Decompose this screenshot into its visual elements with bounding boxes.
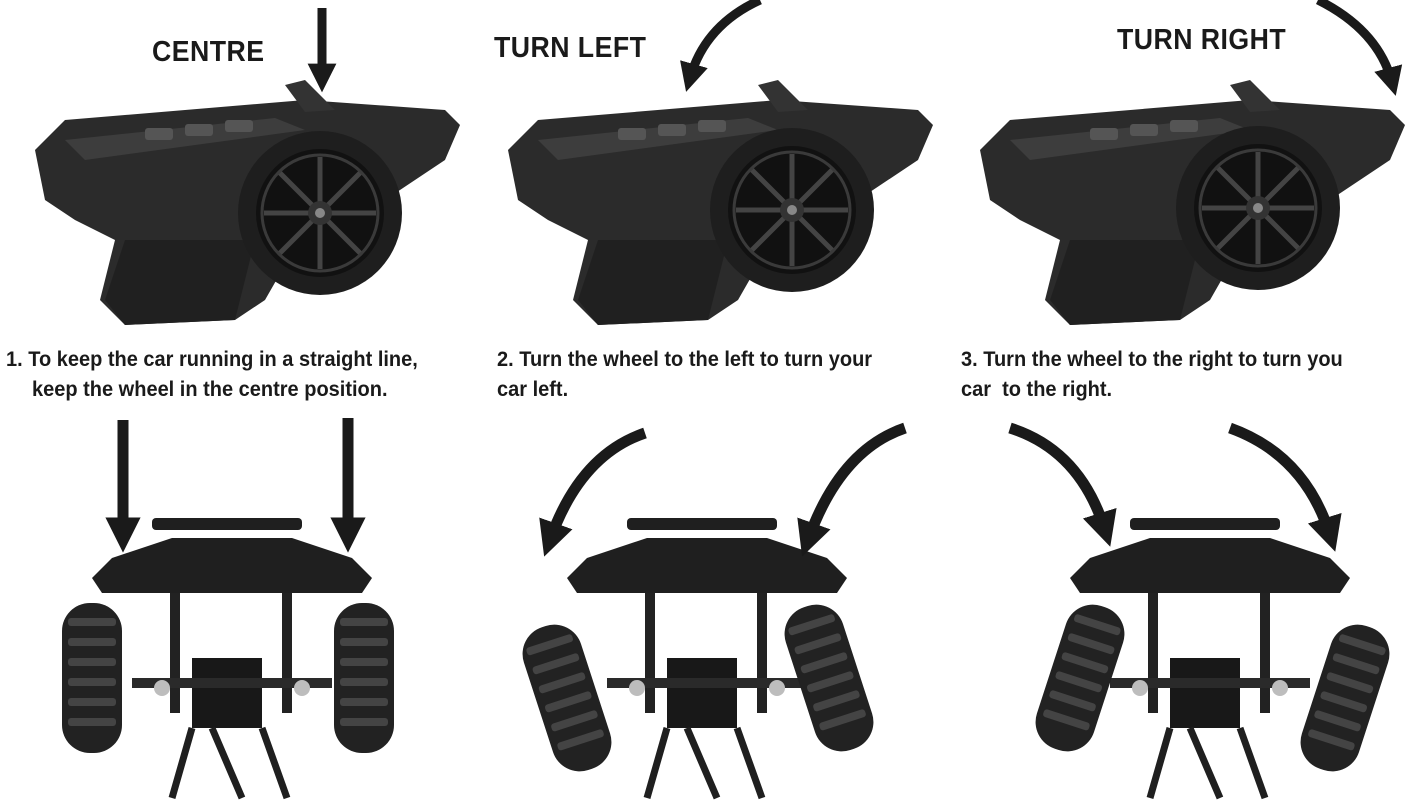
step-1-car bbox=[62, 518, 394, 798]
curved-right-arrow-icon bbox=[1228, 422, 1342, 552]
step-3-car bbox=[1028, 518, 1397, 798]
step-3-caption-line-2: car to the right. bbox=[961, 377, 1113, 401]
curved-left-arrow-icon bbox=[797, 422, 907, 557]
curved-left-arrow-icon bbox=[680, 0, 762, 92]
step-2-caption-line-1: 2. Turn the wheel to the left to turn yo… bbox=[497, 347, 873, 371]
curved-right-arrow-icon bbox=[1315, 0, 1403, 96]
curved-left-arrow-icon bbox=[539, 427, 647, 557]
step-2-transmitter bbox=[508, 80, 933, 325]
step-3-transmitter bbox=[980, 80, 1405, 325]
curved-right-arrow-icon bbox=[1008, 422, 1117, 547]
step-3-heading: TURN RIGHT bbox=[1117, 24, 1287, 56]
step-2-caption-line-2: car left. bbox=[497, 377, 569, 401]
step-1-heading: CENTRE bbox=[152, 36, 265, 68]
step-2-heading: TURN LEFT bbox=[494, 32, 647, 64]
step-1-caption-line-1: 1. To keep the car running in a straight… bbox=[6, 347, 418, 371]
step-2-car bbox=[515, 518, 881, 798]
step-1-transmitter bbox=[35, 80, 460, 325]
step-3-caption-line-1: 3. Turn the wheel to the right to turn y… bbox=[961, 347, 1343, 371]
step-1-caption-line-2: keep the wheel in the centre position. bbox=[32, 377, 388, 401]
